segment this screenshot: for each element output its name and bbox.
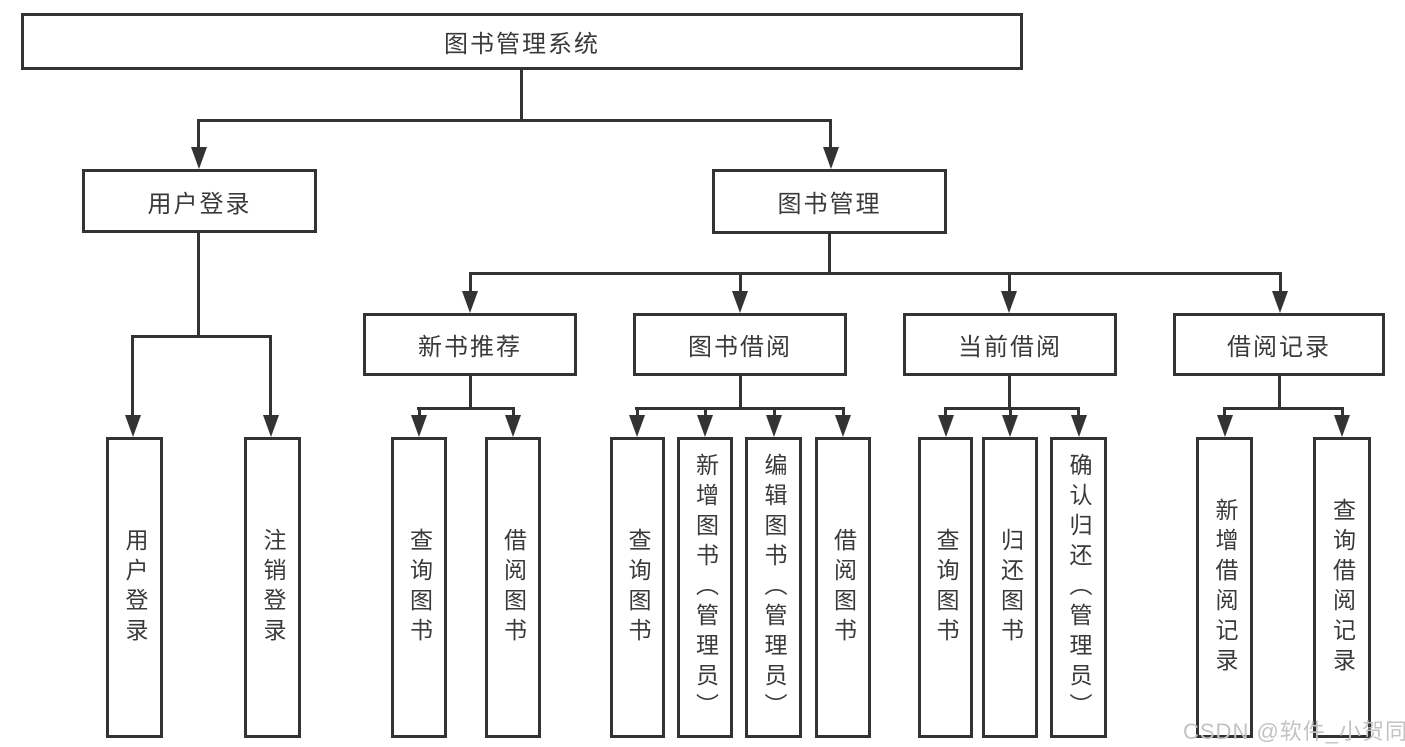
node-label: 查询图书 <box>625 527 651 648</box>
node-label: 新增图书（管理员） <box>692 452 719 723</box>
connector-current-hline <box>944 407 1080 410</box>
connector-bookmgmt-drop-4 <box>1278 272 1282 293</box>
leaf-borrowing-query-books: 查询图书 <box>610 437 665 738</box>
arrow-down-icon <box>124 415 141 437</box>
arrow-down-icon <box>1070 415 1087 437</box>
node-book-borrowing: 图书借阅 <box>633 313 847 376</box>
connector-userlogin-hline <box>131 335 272 338</box>
node-user-login: 用户登录 <box>82 169 317 233</box>
connector-userlogin-stem <box>197 233 200 338</box>
node-label: 查询借阅记录 <box>1329 497 1356 678</box>
arrow-down-icon <box>766 415 782 437</box>
node-label: 借阅图书 <box>500 527 527 648</box>
csdn-watermark: CSDN @软件_小贺同学 <box>1183 719 1405 744</box>
arrow-down-icon <box>1334 415 1350 437</box>
arrow-down-icon <box>1216 415 1233 437</box>
leaf-user-login: 用户登录 <box>106 437 163 738</box>
arrow-down-icon <box>1272 291 1288 313</box>
node-label: 确认归还（管理员） <box>1066 452 1092 723</box>
connector-borrowing-drop-1 <box>635 407 639 417</box>
node-label: 新书推荐 <box>418 334 522 361</box>
arrow-down-icon <box>697 415 713 437</box>
connector-bookmgmt-stem <box>827 234 831 275</box>
connector-newbook-drop-1 <box>417 407 421 417</box>
leaf-records-add-record: 新增借阅记录 <box>1196 437 1253 738</box>
arrow-down-icon <box>835 415 851 437</box>
connector-root-hline <box>197 119 832 122</box>
node-new-book-recommend: 新书推荐 <box>363 313 577 376</box>
node-label: 借阅图书 <box>830 527 857 648</box>
arrow-down-icon <box>1001 291 1017 313</box>
leaf-current-query-books: 查询图书 <box>918 437 973 738</box>
node-label: 图书管理系统 <box>444 31 600 58</box>
node-label: 用户登录 <box>147 190 252 218</box>
node-label: 当前借阅 <box>958 334 1062 361</box>
connector-userlogin-drop-right <box>269 335 272 416</box>
leaf-logout: 注销登录 <box>244 437 301 738</box>
leaf-newbook-borrow-books: 借阅图书 <box>485 437 541 738</box>
node-label: 用户登录 <box>122 527 148 648</box>
node-label: 图书借阅 <box>688 334 792 361</box>
node-label: 归还图书 <box>997 527 1024 648</box>
node-label: 借阅记录 <box>1227 334 1331 361</box>
connector-borrowing-drop-3 <box>772 407 776 417</box>
node-label: 查询图书 <box>933 527 959 648</box>
node-label: 新增借阅记录 <box>1212 497 1238 678</box>
connector-bookmgmt-hline <box>469 272 1282 275</box>
leaf-newbook-query-books: 查询图书 <box>391 437 447 738</box>
arrow-down-icon <box>1002 415 1018 437</box>
connector-newbook-stem <box>468 376 472 410</box>
connector-root-stem <box>520 70 523 121</box>
connector-root-drop-right <box>829 119 832 149</box>
node-label: 编辑图书（管理员） <box>761 452 787 723</box>
leaf-current-confirm-return-admin: 确认归还（管理员） <box>1050 437 1107 738</box>
leaf-borrowing-edit-books-admin: 编辑图书（管理员） <box>745 437 802 738</box>
node-label: 注销登录 <box>260 527 286 648</box>
node-label: 图书管理 <box>777 191 882 218</box>
arrow-down-icon <box>505 415 521 437</box>
arrow-down-icon <box>732 291 748 313</box>
arrow-down-icon <box>411 415 427 437</box>
arrow-down-icon <box>937 415 954 437</box>
connector-root-drop-left <box>197 119 200 149</box>
connector-bookmgmt-drop-1 <box>468 272 472 293</box>
leaf-current-return-books: 归还图书 <box>982 437 1038 738</box>
connector-newbook-hline <box>417 407 515 410</box>
connector-borrowing-drop-4 <box>841 407 845 417</box>
node-label: 查询图书 <box>406 527 433 648</box>
connector-userlogin-drop-left <box>131 335 134 416</box>
node-library-management-system: 图书管理系统 <box>21 13 1023 70</box>
leaf-borrowing-add-books-admin: 新增图书（管理员） <box>677 437 733 738</box>
connector-current-stem <box>1007 376 1011 410</box>
connector-bookmgmt-drop-2 <box>738 272 742 293</box>
arrow-down-icon <box>262 415 279 437</box>
node-current-borrowing: 当前借阅 <box>903 313 1117 376</box>
connector-borrowing-hline <box>635 407 845 410</box>
connector-current-drop-3 <box>1077 407 1080 417</box>
connector-records-hline <box>1223 407 1343 410</box>
connector-current-drop-1 <box>944 407 947 417</box>
connector-records-stem <box>1277 376 1281 410</box>
leaf-records-query-record: 查询借阅记录 <box>1313 437 1371 738</box>
node-book-management: 图书管理 <box>712 169 947 234</box>
connector-newbook-drop-2 <box>511 407 515 417</box>
arrow-down-icon <box>822 147 839 169</box>
arrow-down-icon <box>629 415 645 437</box>
connector-borrowing-stem <box>738 376 742 410</box>
leaf-borrowing-borrow-books: 借阅图书 <box>815 437 871 738</box>
connector-borrowing-drop-2 <box>703 407 707 417</box>
arrow-down-icon <box>190 147 207 169</box>
arrow-down-icon <box>462 291 478 313</box>
connector-records-drop-2 <box>1340 407 1344 417</box>
connector-bookmgmt-drop-3 <box>1007 272 1011 293</box>
connector-records-drop-1 <box>1223 407 1226 417</box>
node-borrowing-records: 借阅记录 <box>1173 313 1385 376</box>
connector-current-drop-2 <box>1008 407 1012 417</box>
